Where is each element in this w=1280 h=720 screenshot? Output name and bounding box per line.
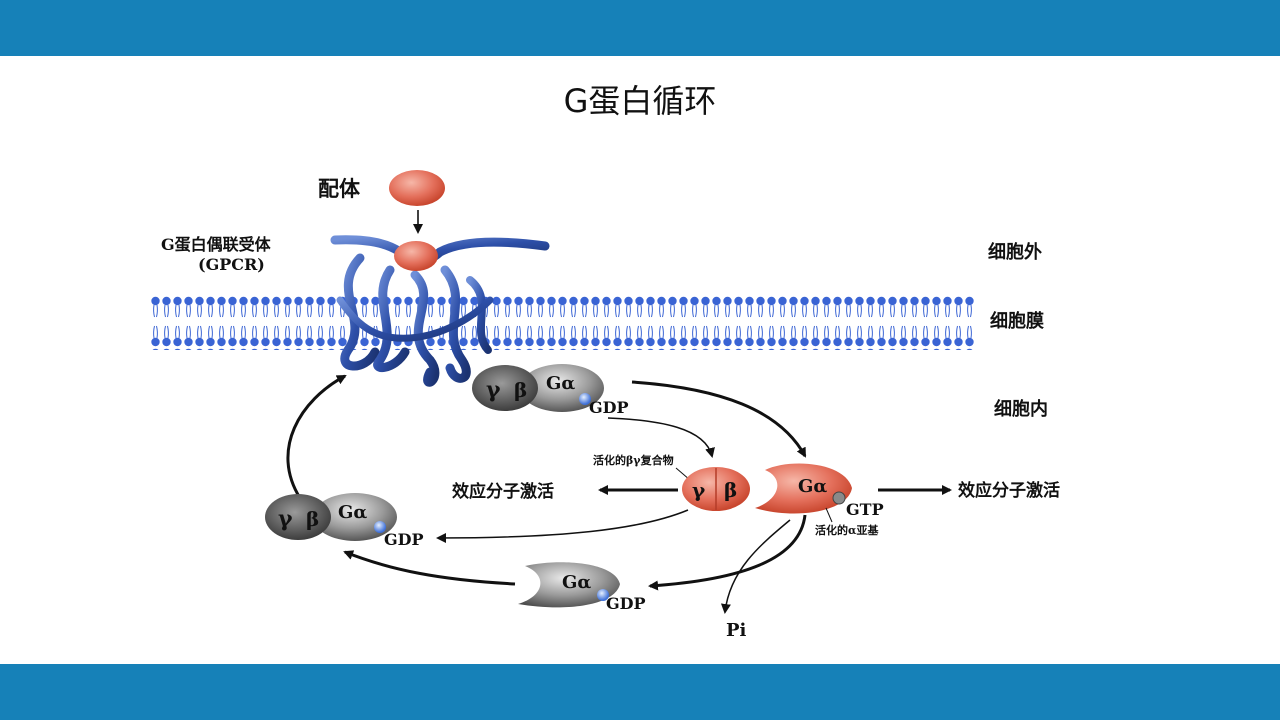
galpha-label: Gα — [546, 373, 575, 394]
receptor-abbrev: (GPCR) — [198, 255, 265, 274]
gdp-dot — [579, 393, 591, 405]
pi-label: Pi — [726, 620, 747, 641]
arrow-bg-return — [436, 509, 689, 543]
membrane-label: 细胞膜 — [990, 310, 1044, 332]
gtp-label: GTP — [846, 500, 884, 519]
arrow-to-inactive-alpha — [648, 514, 807, 591]
gpcr-receptor — [330, 235, 550, 387]
alpha-active-label: Gα — [798, 476, 827, 497]
receptor-label: G蛋白偶联受体 — [161, 235, 272, 254]
bg-gamma-label: γ — [692, 478, 706, 502]
left-beta-label: β — [306, 507, 319, 531]
bg-beta-label: β — [724, 478, 737, 502]
arrow-alpha-return — [343, 550, 516, 586]
ligand — [389, 170, 445, 206]
left-gdp-label: GDP — [384, 530, 424, 549]
activated-alpha-label: 活化的α亚基 — [815, 523, 879, 537]
gtp-dot — [832, 491, 846, 505]
bottom-banner — [0, 664, 1280, 720]
activated-alpha-subunit: Gα GTP — [755, 463, 884, 519]
gdp-dot-bottom — [597, 589, 609, 601]
gdp-bottom-label: GDP — [606, 594, 646, 613]
alpha-inactive-label: Gα — [562, 572, 591, 593]
effector-right-label: 效应分子激活 — [958, 480, 1060, 501]
arrow-to-receptor — [286, 374, 347, 499]
gamma-label: γ — [486, 377, 501, 403]
intracellular-label: 细胞内 — [994, 398, 1048, 420]
left-galpha-label: Gα — [338, 502, 367, 523]
activated-bg-complex: γ β — [682, 467, 750, 511]
heterotrimer-top: γ β Gα GDP — [472, 364, 629, 417]
ligand-label: 配体 — [318, 176, 361, 201]
arrow-to-pi — [720, 519, 791, 614]
extracellular-label: 细胞外 — [988, 241, 1042, 263]
activated-bg-label: 活化的βγ复合物 — [593, 453, 674, 467]
arrow-to-bg — [607, 417, 715, 458]
slide-title: G蛋白循环 — [563, 82, 717, 120]
heterotrimer-left: γ β Gα GDP — [265, 493, 424, 549]
top-banner — [0, 0, 1280, 56]
lipid-bilayer — [150, 296, 975, 350]
beta-label: β — [514, 378, 527, 402]
bound-ligand — [394, 241, 438, 271]
effector-left-label: 效应分子激活 — [452, 481, 554, 502]
left-gdp-dot — [374, 521, 386, 533]
arrow-to-galpha — [631, 380, 807, 458]
inactive-alpha-subunit: Gα GDP — [518, 562, 646, 613]
gdp-label: GDP — [589, 398, 629, 417]
left-gamma-label: γ — [278, 506, 293, 532]
